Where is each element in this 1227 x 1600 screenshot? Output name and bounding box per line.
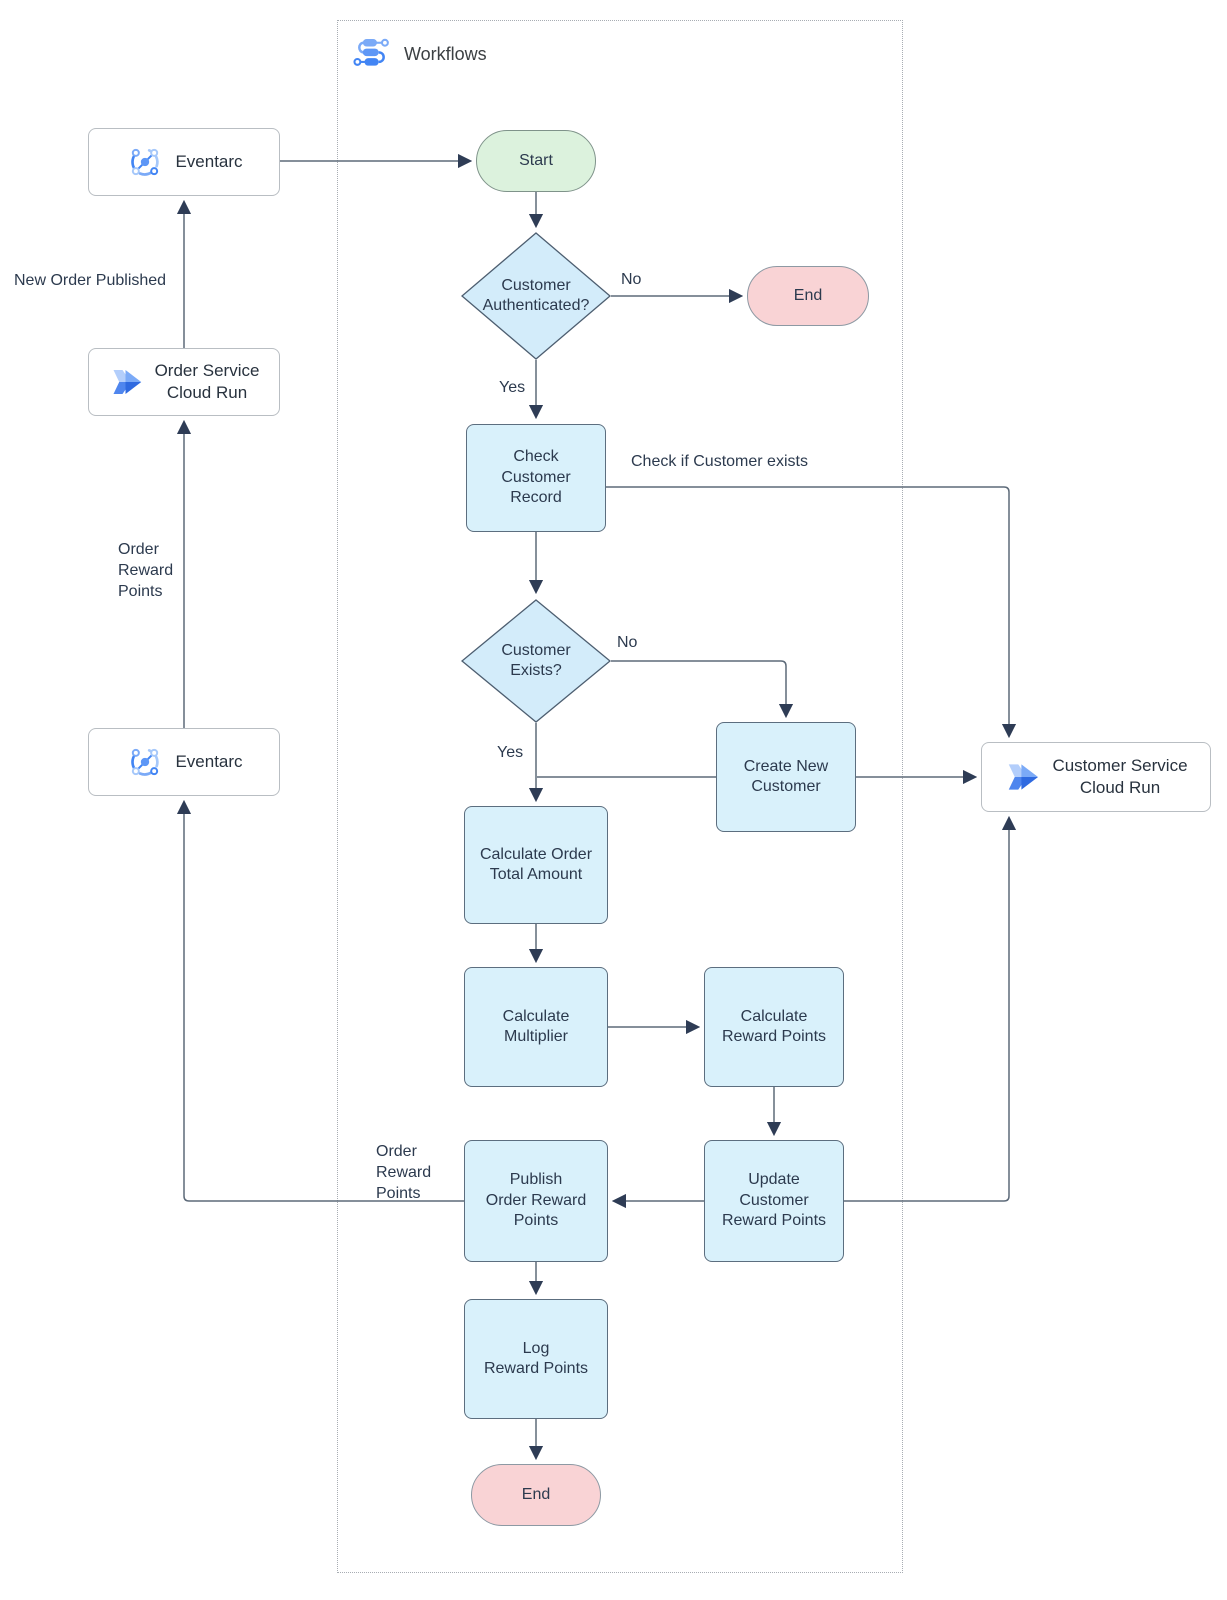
label-line: Log [522,1339,550,1357]
label-line: Record [510,489,562,507]
label-line: Customer [501,641,571,659]
label-line: Cloud Run [166,383,248,402]
node-label: Customer Authenticated? [461,232,611,360]
label-line: Total Amount [489,866,583,883]
node-label: End [521,1485,551,1503]
edge-label-yes-mid: Yes [497,744,524,761]
diamond-shape [461,599,611,723]
node-label: Calculate Multiplier [503,1007,570,1048]
edge-label-order-reward-points-left: Order Reward Points [118,540,173,602]
label-line: Order [376,1143,417,1160]
node-label: Start [519,151,553,169]
publish-order-reward-points-node: Publish Order Reward Points [464,1140,608,1262]
label-line: Reward Points [721,1028,827,1045]
check-customer-record-node: Check Customer Record [466,424,606,532]
label-line: Points [513,1212,559,1230]
label-line: Cloud Run [1079,778,1161,797]
node-label: Calculate Reward Points [722,1007,826,1048]
edge-label-no-top: No [621,271,642,288]
update-customer-reward-points-node: Update Customer Reward Points [704,1140,844,1262]
eventarc-bottom-box: Eventarc [88,728,280,796]
label-line: Customer Service [1052,755,1188,775]
cloud-run-icon [113,370,141,394]
diamond-shape [461,232,611,360]
eventarc-icon [131,748,160,776]
label-line: Customer [501,468,571,486]
calculate-multiplier-node: Calculate Multiplier [464,967,608,1087]
node-label: Check Customer Record [501,447,570,508]
calculate-reward-points-node: Calculate Reward Points [704,967,844,1087]
label-line: Reward Points [483,1360,589,1377]
node-label: Update Customer Reward Points [722,1170,826,1231]
label-line: Create New [743,757,829,775]
label-line: Calculate Order [479,845,593,863]
label-line: Order Service [154,360,260,380]
diagram-title: Workflows [404,43,487,64]
node-label: End [793,286,823,304]
customer-exists-decision: Customer Exists? [461,599,611,723]
eventarc-bottom-label: Eventarc [175,751,243,771]
edge-label-yes-top: Yes [499,379,526,396]
label-line: Customer [501,276,571,294]
label-line: Calculate [502,1007,570,1025]
create-new-customer-node: Create New Customer [716,722,856,832]
customer-authenticated-decision: Customer Authenticated? [461,232,611,360]
cloud-run-icon [1009,764,1039,790]
edge-label-order-reward-points-publish: Order Reward Points [376,1142,431,1204]
node-label: Customer Exists? [461,599,611,723]
edge-label-no-mid: No [617,634,638,651]
label-line: Reward [118,561,174,579]
order-service-cloud-run-box: Order Service Cloud Run [88,348,280,416]
customer-service-label: Customer Service Cloud Run [1052,755,1187,799]
edge-publishreward-to-eventarc [176,799,464,1202]
edge-updatereward-to-customerservice [844,815,1017,1202]
label-line: Multiplier [503,1028,568,1045]
order-service-label: Order Service Cloud Run [155,360,260,404]
workflows-icon [353,38,389,66]
workflows-container [337,20,903,1573]
label-line: Order Reward [485,1191,587,1209]
end-bottom-node: End [471,1464,601,1526]
node-label: Calculate Order Total Amount [480,845,592,886]
label-line: Update [748,1171,800,1189]
eventarc-icon [131,148,160,176]
label-line: Reward [376,1163,432,1181]
label-line: Customer [739,1191,809,1209]
edge-label-check-if-customer-exists: Check if Customer exists [631,453,808,470]
start-node: Start [476,130,596,192]
label-line: Points [118,582,163,600]
calculate-order-total-node: Calculate Order Total Amount [464,806,608,924]
node-label: Create New Customer [744,757,828,798]
label-line: Points [376,1184,421,1202]
end-top-node: End [747,266,869,326]
label-line: Authenticated? [482,297,590,314]
label-line: Publish [509,1171,563,1189]
customer-service-cloud-run-box: Customer Service Cloud Run [981,742,1211,812]
node-label: Publish Order Reward Points [486,1170,586,1231]
edge-existscheck-no-to-createcustomer [611,660,794,719]
edge-checkrecord-to-customerservice [606,486,1017,739]
node-label: Log Reward Points [484,1339,588,1380]
eventarc-top-box: Eventarc [88,128,280,196]
workflows-header: Workflows [352,34,487,74]
label-line: Reward Points [721,1212,827,1230]
label-line: Calculate [740,1007,808,1025]
label-line: Customer [751,778,821,795]
eventarc-top-label: Eventarc [175,151,243,171]
label-line: Check [513,448,559,466]
edge-label-new-order-published: New Order Published [14,272,167,289]
log-reward-points-node: Log Reward Points [464,1299,608,1419]
label-line: Order [118,541,159,558]
label-line: Exists? [510,662,562,679]
